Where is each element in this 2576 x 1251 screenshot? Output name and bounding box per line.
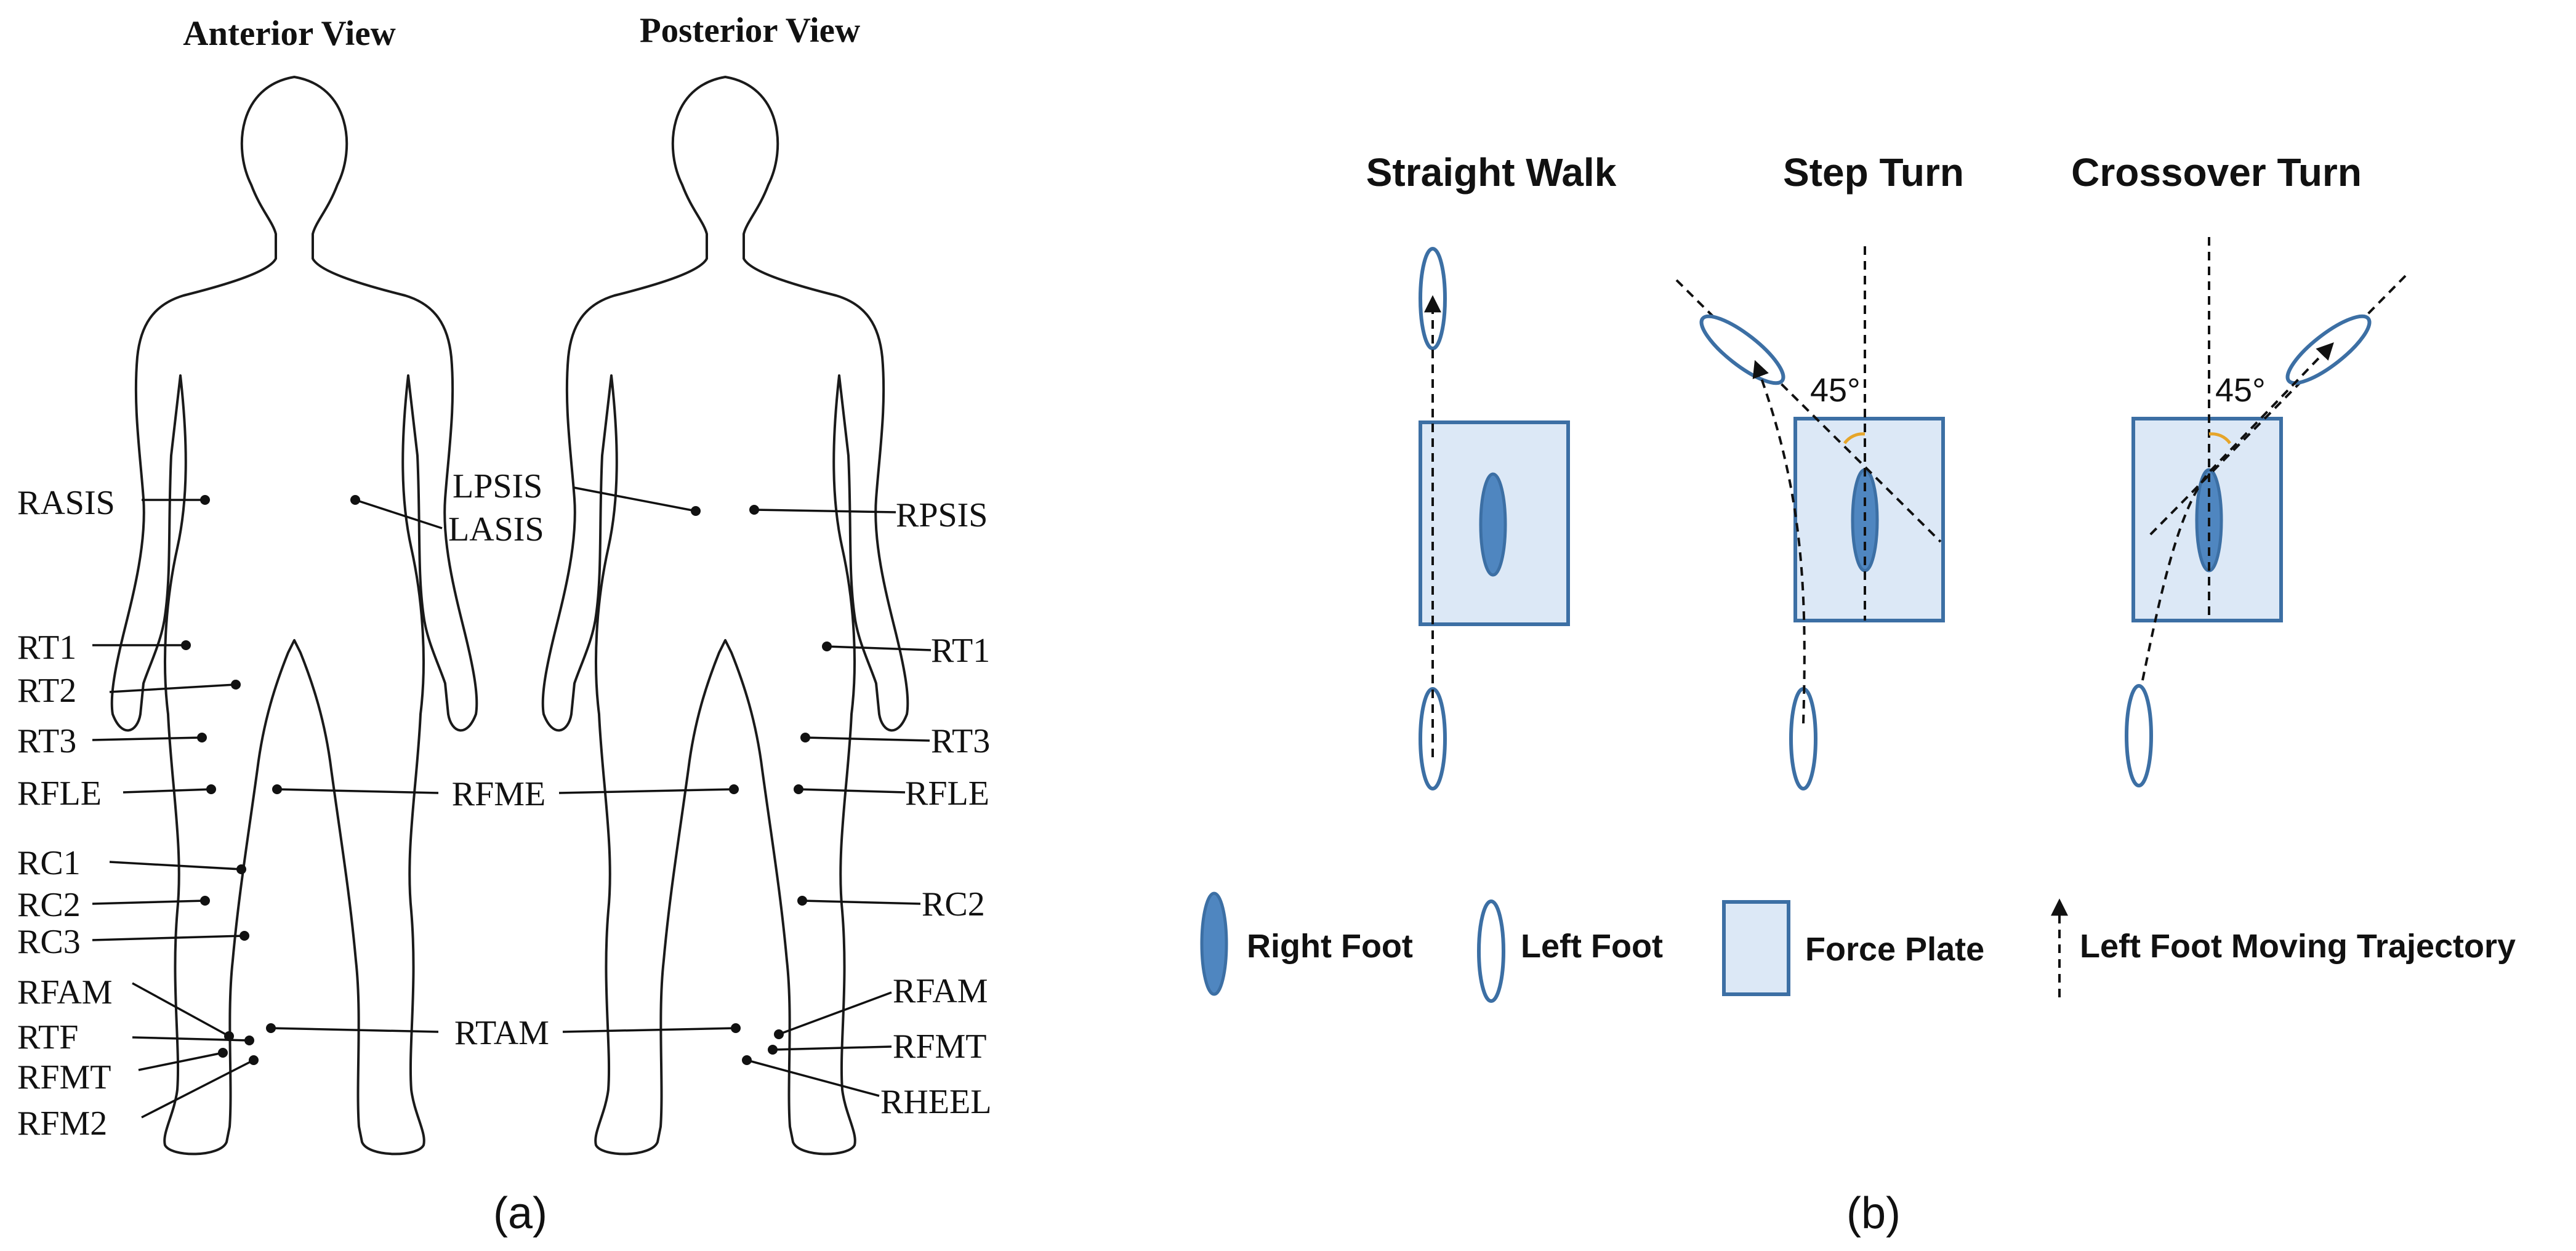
legend-force-plate-label: Force Plate [1805,931,1984,968]
legend-left-foot-label: Left Foot [1521,928,1663,965]
title-crossover-turn: Crossover Turn [2071,150,2362,195]
left-foot-start [2125,684,2153,787]
shared-markers: RFME RTAM LPSIS RPSIS [266,467,988,1052]
angle-arc [1843,432,1866,444]
anterior-body-outline [110,76,478,1156]
right-foot [1479,472,1507,577]
marker-label-rfmt-posterior: RFMT [893,1028,987,1066]
marker-label-rfam-posterior: RFAM [893,972,988,1010]
crossover-turn-diagram: 45° [2125,237,2407,787]
caption-a: (a) [493,1189,547,1238]
legend: Right Foot Left Foot Force Plate Left Fo… [1200,891,2516,1003]
trajectory-line [1752,360,1806,724]
marker-label-rfme: RFME [452,775,546,813]
marker-label-lpsis: LPSIS [453,467,542,505]
marker-label-rfam-anterior: RFAM [17,973,113,1012]
marker-label-rheel: RHEEL [880,1083,991,1121]
panel-b: Straight Walk Step Turn Crossover Turn 4… [1200,150,2516,1238]
marker-label-rpsis: RPSIS [896,496,988,534]
legend-right-foot-label: Right Foot [1247,928,1413,965]
marker-label-rt3-anterior: RT3 [17,722,76,760]
marker-label-lasis: LASIS [448,510,544,549]
marker-label-rfm2: RFM2 [17,1104,107,1143]
marker-label-rasis: RASIS [17,484,115,522]
marker-label-rc2-anterior: RC2 [17,886,81,924]
marker-label-rt2: RT2 [17,672,76,710]
marker-label-rtf: RTF [17,1018,78,1056]
marker-label-rt3-posterior: RT3 [931,722,990,760]
title-straight-walk: Straight Walk [1366,150,1617,195]
anterior-markers: RASIS LASIS RT1 RT2 RT3 RFLE RC1 RC2 RC3… [17,484,544,1143]
legend-left-foot-icon [1477,899,1505,1003]
marker-label-rc2-posterior: RC2 [922,885,985,923]
marker-label-rfmt-anterior: RFMT [17,1058,111,1096]
marker-label-rt1-posterior: RT1 [931,632,990,670]
legend-force-plate-icon [1722,900,1790,996]
marker-label-rc3: RC3 [17,923,81,961]
posterior-body-outline [541,76,909,1156]
step-turn-diagram: 45° [1675,246,1945,790]
anterior-view-title: Anterior View [183,14,396,53]
panel-a: Anterior View Posterior View RASIS LASIS… [17,11,991,1238]
posterior-view-title: Posterior View [640,11,860,50]
marker-label-rtam: RTAM [454,1014,549,1052]
marker-label-rc1: RC1 [17,844,81,882]
legend-right-foot-icon [1200,891,1228,996]
straight-walk-diagram [1419,247,1570,790]
marker-label-rt1-anterior: RT1 [17,629,76,667]
title-step-turn: Step Turn [1783,150,1964,195]
legend-trajectory-label: Left Foot Moving Trajectory [2080,928,2516,965]
posterior-markers: RT1 RT3 RFLE RC2 RFAM RFMT RHEEL [742,632,991,1121]
angle-arc [2208,432,2232,444]
marker-label-rfle-anterior: RFLE [17,774,102,813]
angle-label-step: 45° [1810,372,1861,409]
marker-label-rfle-posterior: RFLE [905,774,989,813]
angle-label-crossover: 45° [2215,372,2266,409]
left-foot-end [1699,314,1785,385]
caption-b: (b) [1846,1189,1901,1238]
trajectory-line [2141,342,2334,681]
